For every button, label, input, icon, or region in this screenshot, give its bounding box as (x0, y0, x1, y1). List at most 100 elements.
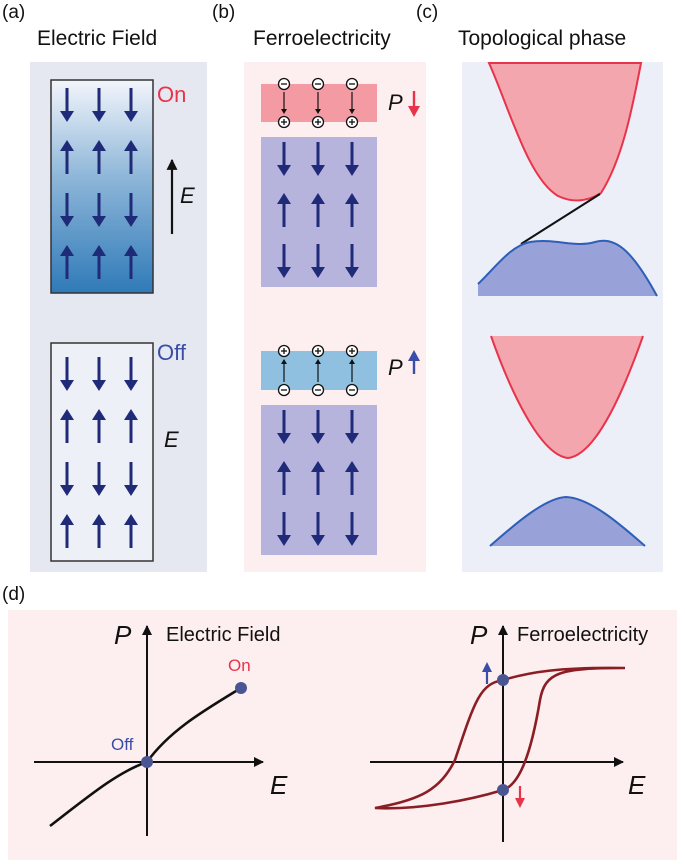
panel-b-title: Ferroelectricity (253, 27, 391, 50)
dipole-arrow-icon (281, 92, 287, 114)
spin-down-arrow-icon (60, 462, 74, 496)
spin-up-arrow-icon (124, 140, 138, 174)
left-graph-off-point (141, 756, 153, 768)
polarization-up-arrow-icon (408, 350, 420, 374)
spin-down-arrow-icon (311, 244, 325, 278)
left-graph-title: Electric Field (166, 624, 281, 646)
spin-down-arrow-icon (92, 88, 106, 122)
dipole-arrow-icon (349, 359, 355, 382)
panel-a-label: (a) (2, 2, 26, 23)
positive-charge-icon (277, 115, 291, 129)
remanent-polarization-up-point (497, 674, 509, 686)
spin-down-arrow-icon (345, 142, 359, 176)
spin-up-arrow-icon (311, 193, 325, 227)
spin-up-arrow-icon (60, 140, 74, 174)
spin-up-arrow-icon (92, 409, 106, 443)
negative-charge-icon (345, 383, 359, 397)
conduction-band-bottom-edge (490, 335, 644, 460)
dipole-arrow-icon (281, 359, 287, 382)
spin-up-arrow-icon (60, 245, 74, 279)
dipole-arrow-icon (315, 359, 321, 382)
spin-down-arrow-icon (277, 244, 291, 278)
panel-c-label: (c) (416, 2, 439, 23)
spin-down-arrow-icon (60, 193, 74, 227)
valence-band-top (478, 240, 657, 296)
topological-edge-state (520, 193, 601, 245)
spin-arrows (60, 88, 359, 548)
spin-down-arrow-icon (124, 193, 138, 227)
spin-down-arrow-icon (277, 142, 291, 176)
conduction-band-top (487, 62, 643, 202)
spin-down-arrow-icon (345, 244, 359, 278)
spin-up-arrow-icon (92, 245, 106, 279)
right-graph-down-arrow-icon (515, 786, 525, 808)
spin-down-arrow-icon (345, 410, 359, 444)
spin-up-arrow-icon (345, 193, 359, 227)
polarization-up-symbol: P (388, 355, 403, 380)
positive-charge-icon (345, 115, 359, 129)
positive-charge-icon (311, 115, 325, 129)
spin-up-arrow-icon (124, 409, 138, 443)
right-graph-x-axis-label: E (628, 770, 646, 800)
spin-down-arrow-icon (92, 462, 106, 496)
conduction-band-bottom (491, 336, 643, 458)
negative-charge-icon (345, 77, 359, 91)
panel-a-title: Electric Field (37, 27, 158, 50)
spin-down-arrow-icon (277, 512, 291, 546)
right-graph-y-axis-label: P (470, 620, 488, 650)
dipole-arrow-icon (315, 92, 321, 114)
valence-band-top-edge (477, 239, 658, 297)
spin-down-arrow-icon (60, 357, 74, 391)
charge-markers (277, 77, 359, 397)
spin-up-arrow-icon (277, 193, 291, 227)
positive-charge-icon (311, 344, 325, 358)
polarization-layer-up (261, 351, 377, 390)
spin-down-arrow-icon (311, 512, 325, 546)
spin-down-arrow-icon (60, 88, 74, 122)
spin-down-arrow-icon (277, 410, 291, 444)
spin-down-arrow-icon (124, 88, 138, 122)
field-symbol-off: E (164, 427, 179, 452)
field-symbol-on: E (180, 183, 195, 208)
valence-band-bottom (490, 497, 645, 546)
spin-up-arrow-icon (311, 461, 325, 495)
state-on-label: On (157, 82, 187, 107)
spin-down-arrow-icon (311, 142, 325, 176)
positive-charge-icon (277, 344, 291, 358)
spin-down-arrow-icon (92, 193, 106, 227)
spin-up-arrow-icon (60, 514, 74, 548)
right-graph-up-arrow-icon (482, 662, 492, 684)
spin-down-arrow-icon (124, 357, 138, 391)
left-graph-x-axis-label: E (270, 770, 288, 800)
panel-c-title: Topological phase (458, 27, 627, 50)
left-graph-y-axis-label: P (114, 620, 132, 650)
polarization-down-arrow-icon (408, 91, 420, 117)
spin-down-arrow-icon (124, 462, 138, 496)
state-off-label: Off (157, 340, 186, 365)
spin-up-arrow-icon (277, 461, 291, 495)
left-graph-off-label: Off (111, 735, 134, 754)
polarization-layer-down (261, 84, 377, 122)
negative-charge-icon (311, 77, 325, 91)
spin-up-arrow-icon (92, 514, 106, 548)
right-graph-title: Ferroelectricity (517, 624, 649, 646)
spin-down-arrow-icon (345, 512, 359, 546)
panel-b-label: (b) (212, 2, 236, 23)
spin-up-arrow-icon (124, 245, 138, 279)
spin-up-arrow-icon (60, 409, 74, 443)
panel-d-background (8, 610, 677, 860)
spin-up-arrow-icon (92, 140, 106, 174)
remanent-polarization-down-point (497, 784, 509, 796)
dipole-arrow-icon (349, 92, 355, 114)
positive-charge-icon (345, 344, 359, 358)
left-graph-on-point (235, 682, 247, 694)
spin-up-arrow-icon (345, 461, 359, 495)
negative-charge-icon (311, 383, 325, 397)
panel-d-label: (d) (2, 584, 26, 605)
spin-down-arrow-icon (311, 410, 325, 444)
polarization-down-symbol: P (388, 90, 403, 115)
negative-charge-icon (277, 383, 291, 397)
valence-band-bottom-edge (489, 495, 646, 547)
spin-down-arrow-icon (92, 357, 106, 391)
